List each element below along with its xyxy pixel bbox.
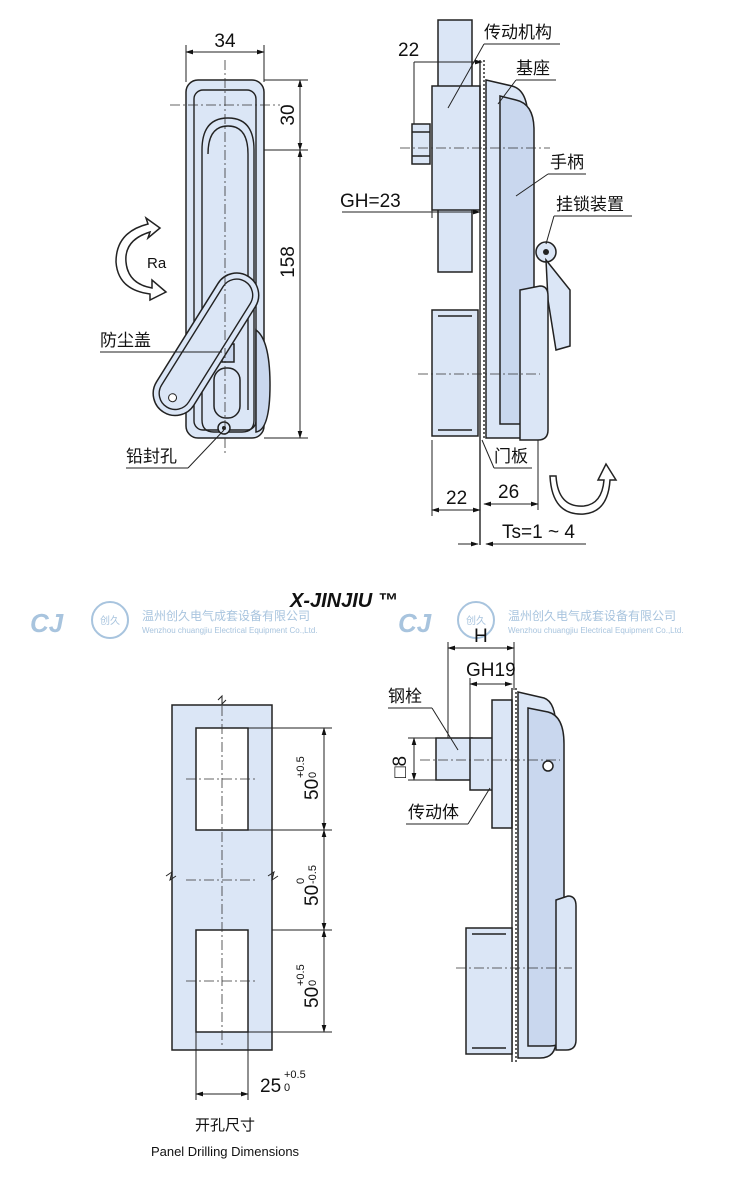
- watermark-company-cn-2: 温州创久电气成套设备有限公司: [508, 608, 676, 623]
- lock-cylinder-rod: [465, 927, 513, 1055]
- tol-50-mid-lower: -0.5: [307, 865, 319, 884]
- watermark-right: CJ 创久 温州创久电气成套设备有限公司 Wenzhou chuangjiu E…: [398, 601, 684, 639]
- padlock-plate-rod: [555, 895, 577, 1051]
- dim-22-top: 22: [398, 40, 419, 61]
- watermark-logo: CJ: [30, 608, 64, 638]
- rod-view: H GH19 □8 钢栓 传动体: [388, 626, 577, 1062]
- steel-bolt: [435, 737, 473, 781]
- label-square-8: □8: [390, 756, 411, 778]
- drilling-template: 50 +0.5 0 50 0 -0.5 50 +0.5 0 25 +0.5 0 …: [151, 694, 332, 1159]
- watermark-seal-text: 创久: [100, 614, 120, 627]
- dim-height-158: 158: [278, 246, 299, 278]
- brand-mark: X-JINJIU ™: [289, 590, 398, 612]
- handle-slot: [201, 117, 255, 433]
- watermark-seal-text-2: 创久: [466, 614, 486, 627]
- tol-50-mid-upper: 0: [295, 878, 307, 884]
- dim-gh19: GH19: [466, 660, 516, 681]
- dim-50-bottom: 50: [302, 987, 323, 1008]
- dim-h: H: [474, 626, 488, 647]
- label-seal-hole: 铅封孔: [126, 447, 177, 467]
- tol-50-bottom-upper: +0.5: [295, 964, 307, 986]
- rotation-label: Ra: [147, 255, 167, 272]
- watermark-seal-icon-2: [457, 601, 495, 639]
- watermark-logo-2: CJ: [398, 608, 432, 638]
- watermark-left: CJ 创久 温州创久电气成套设备有限公司 Wenzhou chuangjiu E…: [30, 601, 318, 639]
- tol-25-upper: +0.5: [284, 1069, 306, 1081]
- lock-cylinder: [431, 309, 479, 437]
- dim-width-34: 34: [214, 31, 236, 52]
- rotation-arrow-side-icon: [549, 462, 618, 515]
- dim-26: 26: [498, 482, 519, 503]
- label-drive-body: 传动体: [408, 803, 459, 823]
- tol-25-lower: 0: [284, 1082, 290, 1094]
- label-handle: 手柄: [550, 153, 584, 173]
- drilling-caption-en: Panel Drilling Dimensions: [151, 1144, 300, 1159]
- tol-50-top-upper: +0.5: [295, 756, 307, 778]
- dim-top-30: 30: [278, 104, 299, 125]
- label-base: 基座: [516, 59, 550, 79]
- mechanism-screw: [411, 123, 431, 165]
- padlock-plate: [519, 285, 549, 441]
- handle-slot-inner: [207, 125, 249, 410]
- handle: [152, 272, 260, 417]
- rotation-arrow-icon: [115, 216, 168, 302]
- key-hole-recess: [213, 367, 241, 419]
- tol-50-bottom-lower: 0: [307, 980, 319, 986]
- dim-50-top: 50: [302, 779, 323, 800]
- dim-50-mid: 50: [302, 885, 323, 906]
- label-transmission: 传动机构: [484, 23, 552, 43]
- dim-22-bottom: 22: [446, 488, 467, 509]
- tol-50-top-lower: 0: [307, 772, 319, 778]
- watermark-company-cn: 温州创久电气成套设备有限公司: [142, 608, 310, 623]
- label-door-panel: 门板: [494, 447, 528, 467]
- padlock-arm: [545, 257, 571, 351]
- watermark-company-en: Wenzhou chuangjiu Electrical Equipment C…: [142, 626, 318, 635]
- dim-gh-23: GH=23: [340, 191, 401, 212]
- side-bump: [255, 328, 271, 433]
- label-padlock: 挂锁装置: [556, 195, 624, 215]
- dim-ts: Ts=1 ~ 4: [502, 522, 575, 543]
- drive-mount: [491, 699, 513, 829]
- drilling-caption-cn: 开孔尺寸: [195, 1116, 255, 1134]
- watermark-seal-icon: [91, 601, 129, 639]
- label-steel-bolt: 钢栓: [388, 687, 422, 707]
- rod-pin: [542, 760, 554, 772]
- dim-25: 25: [260, 1076, 281, 1097]
- label-dust-cover: 防尘盖: [100, 331, 151, 351]
- front-view: 34 30 158 Ra 防尘盖 铅封孔: [100, 31, 308, 469]
- watermark-company-en-2: Wenzhou chuangjiu Electrical Equipment C…: [508, 626, 684, 635]
- side-view: 传动机构 基座 手柄 挂锁装置 门板 22 GH=23 22 26: [340, 19, 632, 547]
